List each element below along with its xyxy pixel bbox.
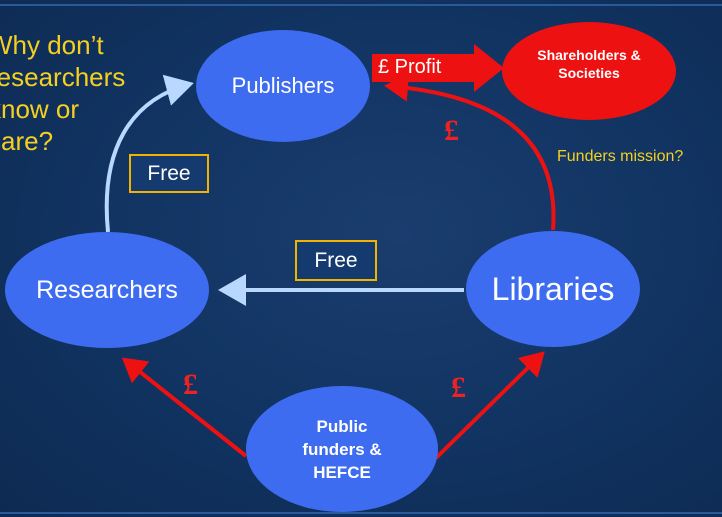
question-text: Why don’t researchers know or care? [0,30,126,156]
pound-label-libraries-to-publishers: £ [444,114,459,147]
shareholders-node: Shareholders & Societies [502,22,676,120]
libraries-node: Libraries [466,231,640,347]
free-label-libraries-to-researchers: Free [295,240,377,281]
publishers-node: Publishers [196,30,370,142]
pound-label-funders-to-libraries: £ [451,371,466,404]
top-divider [0,4,722,6]
bottom-divider [0,512,722,514]
profit-label: £ Profit [378,56,442,78]
arrow-researchers-to-publishers [104,74,194,233]
arrow-funders-to-libraries [434,351,545,460]
pound-label-funders-to-researchers: £ [183,368,198,401]
funders-mission-label: Funders mission? [557,148,684,165]
arrow-libraries-to-publishers [384,73,556,231]
researchers-node: Researchers [5,232,209,348]
arrow-publishers-to-shareholders [372,44,504,92]
funders-node: Public funders & HEFCE [246,386,438,512]
free-label-researchers-to-publishers: Free [129,154,209,193]
arrow-funders-to-researchers [121,357,248,458]
